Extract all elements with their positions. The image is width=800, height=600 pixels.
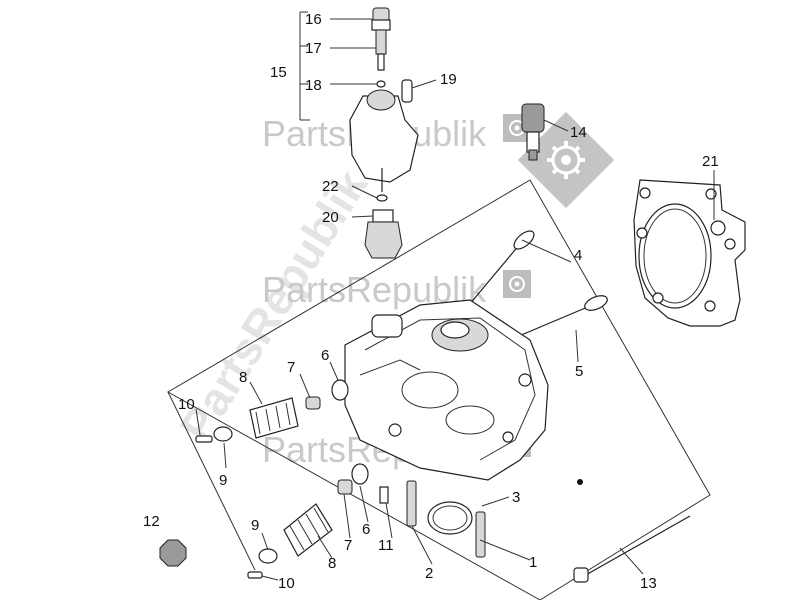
callout-22: 22 [322,178,339,195]
callout-13: 13 [640,575,657,592]
callout-4: 4 [574,247,582,264]
cylinder-head [344,299,549,481]
gear-icon [503,270,531,298]
callout-8-upper: 8 [239,369,247,386]
callout-20: 20 [322,209,339,226]
callout-10-lower: 10 [278,575,295,592]
callout-7-upper: 7 [287,359,295,376]
callout-labels: 16 17 15 18 19 14 21 22 20 4 5 6 7 8 10 … [143,11,719,592]
callout-9-upper: 9 [219,472,227,489]
temperature-sensor [521,103,545,161]
callout-2: 2 [425,565,433,582]
callout-18: 18 [305,77,322,94]
callout-6-upper: 6 [321,347,329,364]
callout-12: 12 [143,513,160,530]
callout-15: 15 [270,64,287,81]
callout-3: 3 [512,489,520,506]
reference-dot [577,479,583,485]
callout-11: 11 [378,537,394,554]
callout-9-lower: 9 [251,517,259,534]
callout-16: 16 [305,11,322,28]
callout-14: 14 [570,124,587,141]
head-stud-bolt [573,515,691,583]
callout-1: 1 [529,554,537,571]
leader-lines [195,18,715,581]
assembly-frame [166,11,711,600]
callout-8-lower: 8 [328,555,336,572]
valve-springs-and-seals [159,379,486,579]
thermostat-assembly [349,7,419,259]
callout-10-upper: 10 [178,396,195,413]
callout-6-lower: 6 [362,521,370,538]
callout-7-lower: 7 [344,537,352,554]
callout-17: 17 [305,40,322,57]
callout-21: 21 [702,153,719,170]
head-gasket [633,179,746,327]
callout-5: 5 [575,363,583,380]
gear-icon [517,111,615,209]
callout-19: 19 [440,71,457,88]
